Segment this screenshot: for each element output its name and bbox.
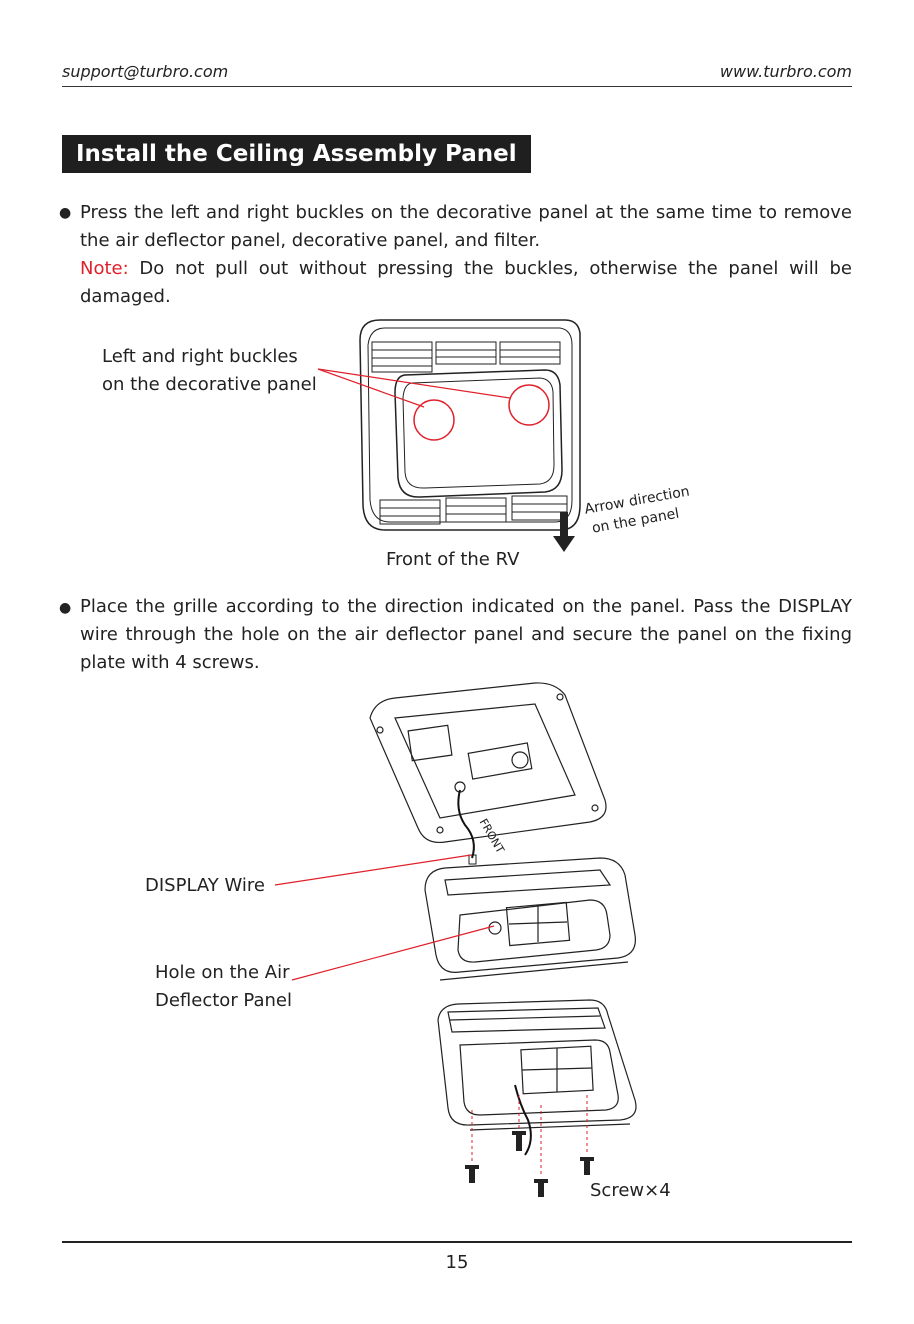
step-2-text: Place the grille according to the direct… bbox=[80, 596, 852, 673]
step-1-instruction: Press the left and right buckles on the … bbox=[80, 202, 852, 251]
bullet-icon: ● bbox=[59, 600, 72, 616]
front-of-rv-caption: Front of the RV bbox=[386, 549, 520, 570]
display-wire-label: DISPLAY Wire bbox=[145, 875, 266, 896]
note-label: Note: bbox=[80, 258, 129, 279]
page-number: 15 bbox=[445, 1252, 469, 1273]
hole-label: Hole on the Air Deflector Panel bbox=[155, 962, 292, 1011]
screws-label: Screw×4 bbox=[590, 1180, 671, 1201]
support-email: support@turbro.com bbox=[62, 62, 229, 81]
website-url: www.turbro.com bbox=[719, 62, 852, 81]
step-1-note: Note: Do not pull out without pressing t… bbox=[80, 255, 852, 311]
note-text: Do not pull out without pressing the buc… bbox=[80, 258, 852, 307]
step-1-text: Press the left and right buckles on the … bbox=[80, 199, 852, 255]
buckles-label: Left and right buckles on the decorative… bbox=[102, 346, 317, 395]
section-title: Install the Ceiling Assembly Panel bbox=[62, 135, 531, 173]
page-header: support@turbro.com www.turbro.com bbox=[62, 60, 852, 87]
footer-divider bbox=[62, 1241, 852, 1243]
bullet-icon: ● bbox=[59, 205, 72, 221]
